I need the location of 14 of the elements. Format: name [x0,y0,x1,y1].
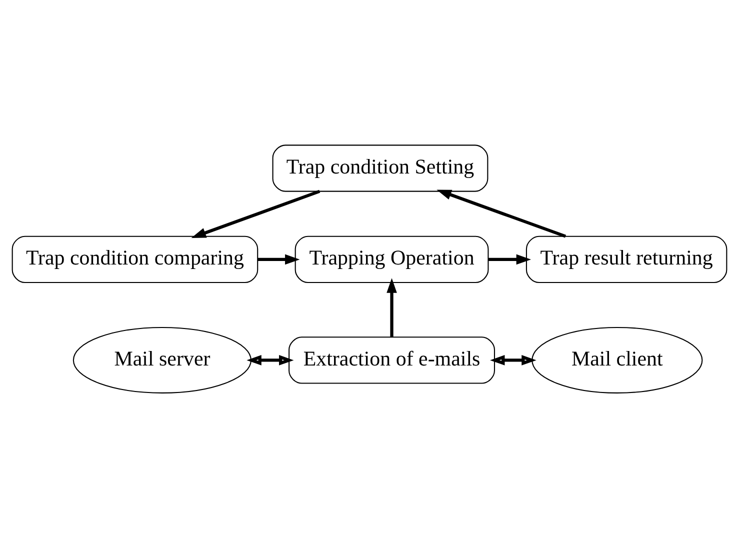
arrow [490,354,536,365]
arrow [258,254,300,264]
arrow [436,189,566,238]
arrow [246,354,294,365]
arrow [488,254,532,264]
arrow [386,278,397,336]
arrow [191,189,320,238]
node-box: Trapping Operation [294,235,489,283]
node-box: Extraction of e-mails [288,336,496,384]
node-ellipse: Mail client [532,326,703,393]
node-box: Trap condition Setting [272,144,488,192]
node-box: Trap result returning [526,235,728,283]
node-ellipse: Mail server [72,326,252,393]
node-box: Trap condition comparing [12,235,258,283]
